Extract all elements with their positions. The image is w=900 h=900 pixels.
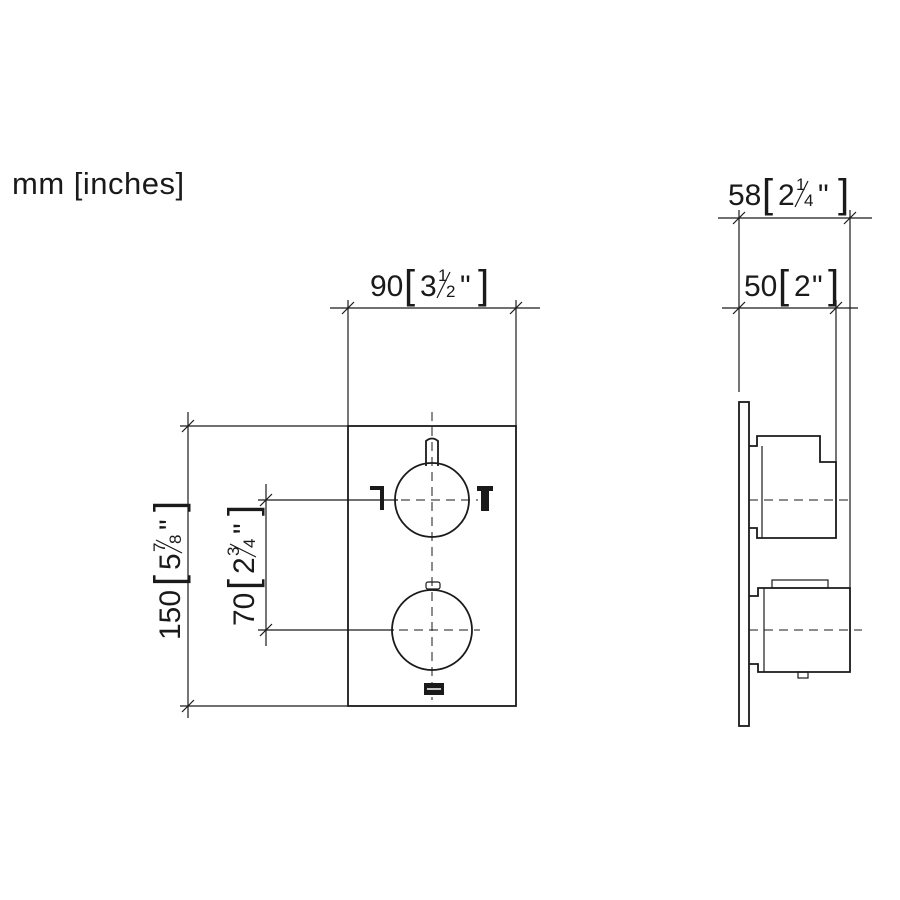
depth-body-mm: 50 xyxy=(744,270,777,303)
depth-total-mm: 58 xyxy=(728,179,761,212)
spacing-inches-num: 3 xyxy=(224,547,243,556)
depth-body-inches-whole: 2 xyxy=(794,270,811,303)
svg-text:]: ] xyxy=(828,263,839,307)
svg-text:[: [ xyxy=(147,575,191,586)
width-inches-den: 2 xyxy=(446,282,455,301)
svg-text:[: [ xyxy=(404,263,415,307)
svg-text:]: ] xyxy=(478,263,489,307)
front-view xyxy=(347,412,517,707)
width-inches-suffix: " xyxy=(460,270,471,303)
depth-total-inches-whole: 2 xyxy=(778,179,795,212)
depth-total-inches-suffix: " xyxy=(818,179,829,212)
depth-total-dimension: 58 [ 2 1 4 " ] xyxy=(718,172,872,588)
height-inches-num: 7 xyxy=(150,543,169,552)
cover-plate xyxy=(347,425,517,707)
depth-body-dimension: 50 [ 2 " ] xyxy=(722,263,858,462)
width-dimension: 90 [ 3 1 2 " ] xyxy=(330,263,540,426)
spacing-inches-suffix: " xyxy=(228,523,261,534)
svg-text:]: ] xyxy=(221,505,265,516)
height-dimension: 150 [ 5 7 8 " ] xyxy=(147,412,348,718)
height-inches-whole: 5 xyxy=(154,553,187,570)
lower-body xyxy=(749,579,862,679)
spacing-mm: 70 xyxy=(228,593,261,626)
spacing-dimension: 70 [ 2 3 4 " ] xyxy=(221,484,398,646)
depth-body-inches-suffix: " xyxy=(812,270,823,303)
width-inches-whole: 3 xyxy=(420,270,437,303)
height-inches-den: 8 xyxy=(166,535,185,544)
spacing-inches-den: 4 xyxy=(240,539,259,548)
svg-text:]: ] xyxy=(838,172,849,216)
width-mm: 90 xyxy=(370,270,403,303)
width-inches-num: 1 xyxy=(438,266,447,285)
depth-total-inches-num: 1 xyxy=(796,175,805,194)
units-label: mm [inches] xyxy=(12,166,185,201)
hot-indicator-icon xyxy=(477,486,493,511)
svg-text:[: [ xyxy=(778,263,789,307)
svg-text:[: [ xyxy=(762,172,773,216)
height-inches-suffix: " xyxy=(154,519,187,530)
side-plate xyxy=(738,401,750,727)
depth-total-inches-den: 4 xyxy=(804,191,813,210)
svg-text:]: ] xyxy=(147,501,191,512)
side-view xyxy=(738,401,862,727)
upper-body xyxy=(749,435,850,539)
spacing-inches-whole: 2 xyxy=(228,557,261,574)
bottom-marker-icon xyxy=(424,683,444,695)
height-mm: 150 xyxy=(154,590,187,640)
cold-indicator-icon xyxy=(370,486,384,510)
svg-text:[: [ xyxy=(221,579,265,590)
